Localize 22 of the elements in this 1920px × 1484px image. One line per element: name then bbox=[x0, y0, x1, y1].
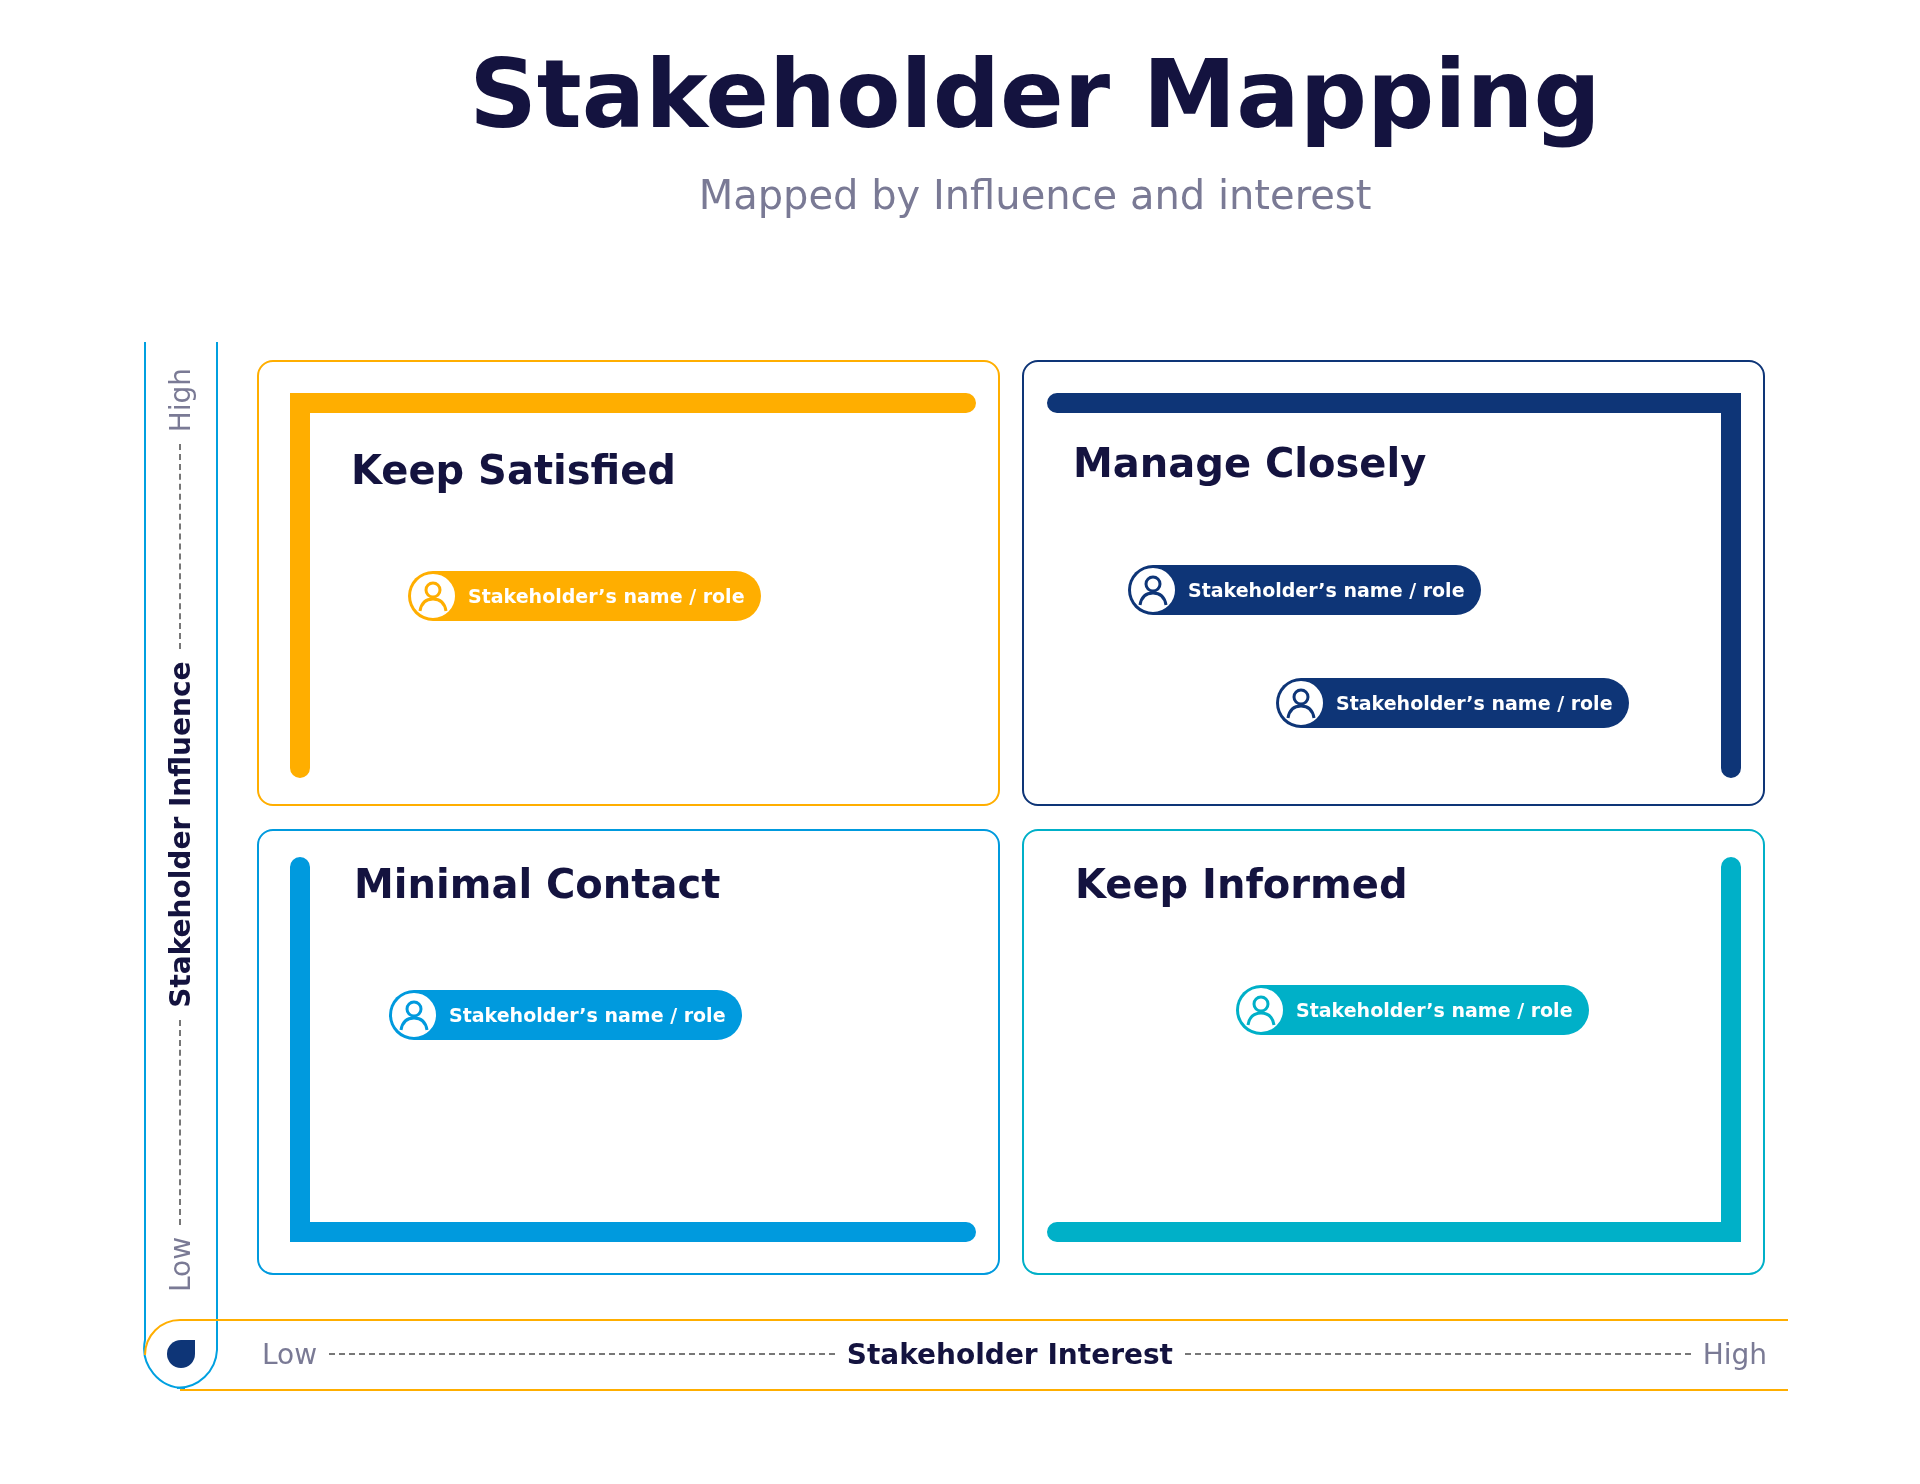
axis-end-label: Low bbox=[163, 1236, 197, 1292]
quadrant-heading: Keep Satisfied bbox=[351, 447, 676, 493]
stakeholder-label: Stakeholder’s name / role bbox=[1188, 579, 1465, 601]
stakeholder-tag bbox=[1236, 985, 1589, 1035]
axis-end-label: High bbox=[163, 368, 197, 433]
quadrant-heading: Manage Closely bbox=[1073, 440, 1427, 486]
stakeholder-tag bbox=[389, 990, 742, 1040]
axis-end-label: Low bbox=[262, 1337, 318, 1371]
axis-end-label: High bbox=[1702, 1337, 1767, 1371]
stakeholder-tag bbox=[1128, 565, 1481, 615]
stakeholder-label: Stakeholder’s name / role bbox=[468, 585, 745, 607]
stakeholder-label: Stakeholder’s name / role bbox=[449, 1004, 726, 1026]
quadrant-heading: Keep Informed bbox=[1075, 861, 1408, 907]
stakeholder-label: Stakeholder’s name / role bbox=[1336, 692, 1613, 714]
axis-title: Stakeholder Interest bbox=[846, 1337, 1173, 1371]
stakeholder-tag bbox=[1276, 678, 1629, 728]
title: Stakeholder Mapping bbox=[468, 40, 1602, 149]
stakeholder-tag bbox=[408, 571, 761, 621]
subtitle: Mapped by Influence and interest bbox=[697, 172, 1373, 218]
axis-title: Stakeholder Influence bbox=[163, 661, 197, 1008]
stakeholder-label: Stakeholder’s name / role bbox=[1296, 999, 1573, 1021]
quadrant-heading: Minimal Contact bbox=[354, 861, 721, 907]
